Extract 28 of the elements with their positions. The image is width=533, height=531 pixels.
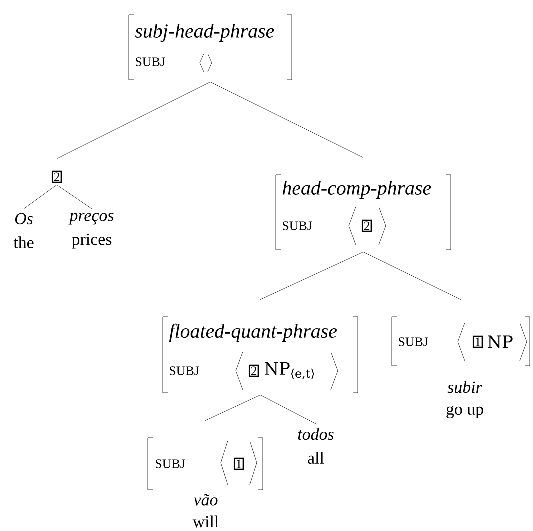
tree-branch — [260, 395, 316, 424]
tree-branch — [56, 82, 211, 160]
tree-branch — [260, 252, 364, 300]
tree-branch — [24, 184, 58, 210]
feature-structure: SUBJ 1 — [148, 438, 264, 490]
word-gloss: vão will — [192, 494, 219, 528]
tree-branch — [363, 252, 462, 300]
feature-structure: head-comp-phrase SUBJ 2 — [276, 174, 452, 250]
node-label: head-comp-phrase — [282, 180, 432, 200]
boxed-tag: 2 — [362, 220, 372, 232]
tree-branch — [205, 395, 261, 421]
feature-structure: subj-head-phrase SUBJ — [128, 14, 292, 80]
boxed-tag: 1 — [472, 336, 484, 348]
tree-branch — [56, 184, 92, 210]
node-label: SUBJ — [283, 222, 312, 230]
node-label: NP$_{⟨e,t⟩}$ — [265, 362, 314, 380]
boxed-tag: 2 — [248, 364, 260, 378]
boxed-tag: 2 — [52, 170, 62, 184]
node-label: floated-quant-phrase — [169, 324, 337, 342]
boxed-tag: 1 — [234, 458, 244, 470]
word-gloss: subir go up — [446, 381, 484, 419]
word-gloss: Os the — [14, 213, 34, 248]
feature-structure: SUBJ 1 NP — [392, 316, 530, 366]
tree-branch — [210, 82, 364, 158]
node-label: SUBJ — [170, 366, 200, 376]
word-gloss: preços prices — [68, 213, 114, 249]
feature-structure: floated-quant-phrase SUBJ 2 NP$_{⟨e,t⟩}$ — [162, 316, 358, 394]
word-gloss: todos all — [298, 428, 334, 464]
